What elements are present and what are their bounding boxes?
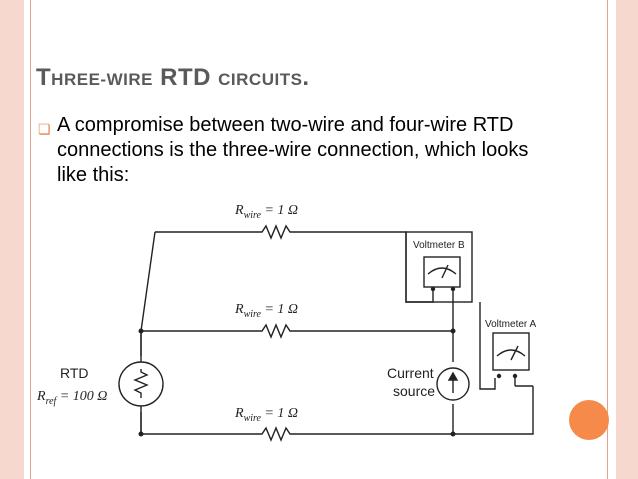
right-frame-line [607, 0, 608, 479]
rtd-symbol [118, 361, 164, 407]
title-part: T [36, 64, 52, 91]
bullet-text: A compromise between two-wire and four-w… [57, 114, 529, 186]
title-part: CIRCUITS [218, 70, 303, 89]
decorative-circle [569, 400, 609, 440]
middle-wire [141, 323, 453, 339]
right-frame-band [616, 0, 638, 479]
left-frame-band [0, 0, 24, 479]
wire-label-middle: Rwire = 1 Ω [234, 302, 298, 320]
left-frame-line [30, 0, 31, 479]
slant-wire [140, 231, 156, 332]
junction-dot [138, 328, 144, 334]
title-part: HREE [51, 70, 101, 89]
voltmeter-a-label: Voltmeter A [485, 319, 536, 330]
bottom-wire [140, 331, 534, 442]
slide-title: THREE-WIRE RTD CIRCUITS. [36, 64, 310, 92]
title-part: . [302, 64, 310, 91]
voltmeter-b [405, 231, 473, 303]
title-part: WIRE [106, 70, 153, 89]
title-part: - [100, 70, 107, 89]
junction-dot [138, 431, 144, 437]
title-part: RTD [152, 64, 219, 91]
current-label-line1: Current [387, 365, 434, 381]
bullet-icon: ❏ [38, 121, 51, 137]
voltmeter-a-lead [479, 304, 496, 390]
voltmeter-a [492, 332, 530, 371]
voltmeter-b-label: Voltmeter B [413, 240, 465, 251]
top-wire [155, 224, 434, 303]
current-source-symbol [436, 367, 470, 401]
wire-label-bottom: Rwire = 1 Ω [234, 406, 298, 424]
junction-dot [450, 328, 456, 334]
rtd-label: RTD [60, 365, 89, 381]
current-label-line2: source [393, 383, 435, 399]
wire-label-top: Rwire = 1 Ω [234, 203, 298, 221]
junction-dot [450, 431, 456, 437]
rref-label: Rref = 100 Ω [36, 389, 107, 407]
